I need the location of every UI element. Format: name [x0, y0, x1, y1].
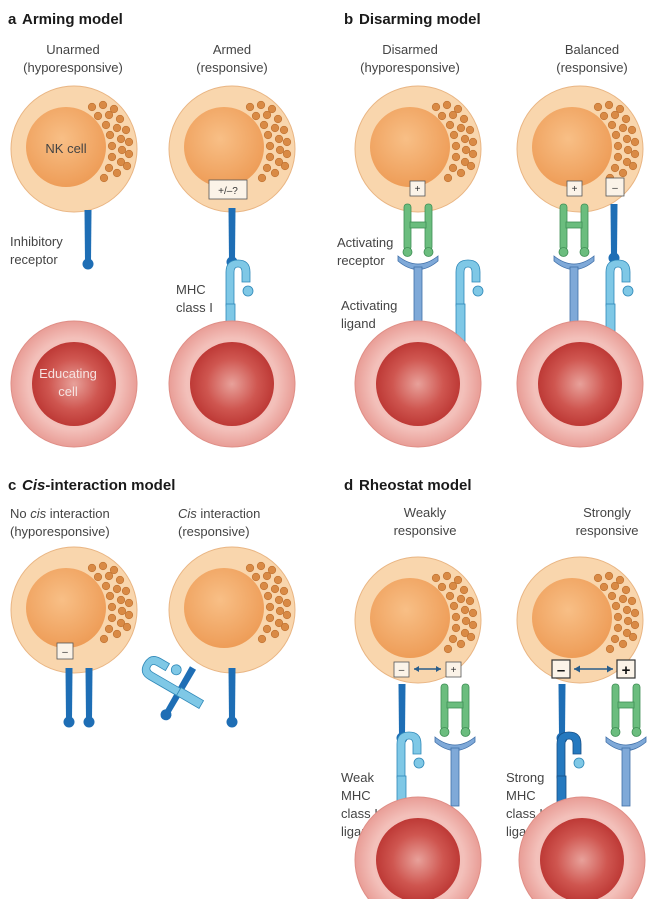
inhibitory-receptor-label-line2: receptor	[10, 252, 58, 267]
educating-cell-disarmed	[355, 321, 481, 447]
mhc-label-line2: class I	[176, 300, 213, 315]
inhibitory-receptor-balanced	[609, 204, 620, 264]
panel-c-col1-interaction: interaction	[46, 506, 110, 521]
inhibitory-receptor-armed	[227, 208, 238, 268]
panel-d-col2-header-line2: responsive	[576, 523, 639, 538]
inhibitory-receptor-unarmed	[83, 210, 94, 270]
panel-c-col1-no: No	[10, 506, 30, 521]
panel-b-col2-header-line2: (responsive)	[556, 60, 628, 75]
panel-b-letter: b	[344, 11, 353, 28]
minus-sign-weak: –	[399, 665, 405, 676]
panel-a: a Arming model Unarmed (hyporesponsive) …	[8, 11, 295, 447]
mhc-class-i-disarmed	[456, 260, 483, 348]
activating-receptor-weak	[440, 684, 470, 737]
panel-d-title: Rheostat model	[359, 477, 472, 494]
panel-b-col1-header-line1: Disarmed	[382, 42, 438, 57]
strong-mhc-label-line1: Strong	[506, 770, 544, 785]
inhibitory-receptor-no-cis-right	[84, 668, 95, 728]
panel-d-col1-header-line2: responsive	[394, 523, 457, 538]
panel-d-letter: d	[344, 477, 353, 494]
minus-sign-strong: –	[557, 662, 565, 679]
panel-b: b Disarming model Disarmed (hyporesponsi…	[337, 11, 643, 447]
plus-sign-disarmed: +	[415, 184, 421, 195]
mhc-label-line1: MHC	[176, 282, 206, 297]
panel-d: d Rheostat model Weakly responsive Stron…	[341, 477, 646, 899]
educating-cell-balanced	[517, 321, 643, 447]
activating-ligand-label-line2: ligand	[341, 316, 376, 331]
panel-a-col1-header-line2: (hyporesponsive)	[23, 60, 123, 75]
panel-c-col1-header-line1: No cis interaction	[10, 506, 110, 521]
inhibitory-receptor-label-line1: Inhibitory	[10, 234, 63, 249]
panel-d-col1-header-line1: Weakly	[404, 505, 447, 520]
panel-c-col1-header-line2: (hyporesponsive)	[10, 524, 110, 539]
educating-cell-armed	[169, 321, 295, 447]
activating-ligand-weak	[435, 737, 475, 806]
weak-mhc-label-line2: MHC	[341, 788, 371, 803]
nk-cell-weak	[355, 557, 481, 683]
panel-b-col1-header-line2: (hyporesponsive)	[360, 60, 460, 75]
panel-b-title: Disarming model	[359, 11, 481, 28]
panel-c-letter: c	[8, 477, 16, 494]
panel-c-col2-header-line1: Cis interaction	[178, 506, 260, 521]
minus-sign-no-cis: –	[62, 647, 68, 658]
educating-cell-label-line2: cell	[58, 384, 78, 399]
minus-sign-balanced: –	[612, 183, 618, 194]
activating-ligand-balanced	[554, 256, 594, 325]
panel-a-letter: a	[8, 11, 17, 28]
panel-a-col1-header-line1: Unarmed	[46, 42, 99, 57]
nk-cell-label: NK cell	[45, 141, 86, 156]
panel-c-col2-interaction: interaction	[197, 506, 261, 521]
plus-sign-strong: +	[622, 662, 631, 679]
activating-ligand-strong	[606, 737, 646, 806]
panel-c-col2-cis: Cis	[178, 506, 197, 521]
panel-a-col2-header-line2: (responsive)	[196, 60, 268, 75]
panel-c-title: Cis-interaction model	[22, 477, 175, 494]
plus-sign-weak: +	[451, 665, 457, 676]
activating-receptor-strong	[611, 684, 641, 737]
nk-cell-cis	[169, 547, 295, 673]
panel-c-col1-cis: cis	[30, 506, 46, 521]
panel-a-col2-header-line1: Armed	[213, 42, 251, 57]
panel-b-col2-header-line1: Balanced	[565, 42, 619, 57]
panel-c-title-rest: -interaction model	[45, 477, 175, 494]
panel-a-title: Arming model	[22, 11, 123, 28]
activating-receptor-label-line2: receptor	[337, 253, 385, 268]
activating-receptor-label-line1: Activating	[337, 235, 393, 250]
panel-c: c Cis-interaction model No cis interacti…	[8, 477, 295, 728]
inhibitory-receptor-no-cis-left	[64, 668, 75, 728]
weak-mhc-label-line1: Weak	[341, 770, 374, 785]
strong-mhc-label-line2: MHC	[506, 788, 536, 803]
nk-cell-no-cis	[11, 547, 137, 673]
activating-ligand-label-line1: Activating	[341, 298, 397, 313]
panel-d-col2-header-line1: Strongly	[583, 505, 631, 520]
panel-c-title-italic: Cis	[22, 477, 45, 494]
signal-box-armed-label: +/–?	[218, 186, 238, 197]
educating-cell-label-line1: Educating	[39, 366, 97, 381]
panel-c-col2-header-line2: (responsive)	[178, 524, 250, 539]
inhibitory-receptor-cis	[227, 668, 238, 728]
activating-ligand-disarmed	[398, 256, 438, 325]
plus-sign-balanced: +	[572, 184, 578, 195]
